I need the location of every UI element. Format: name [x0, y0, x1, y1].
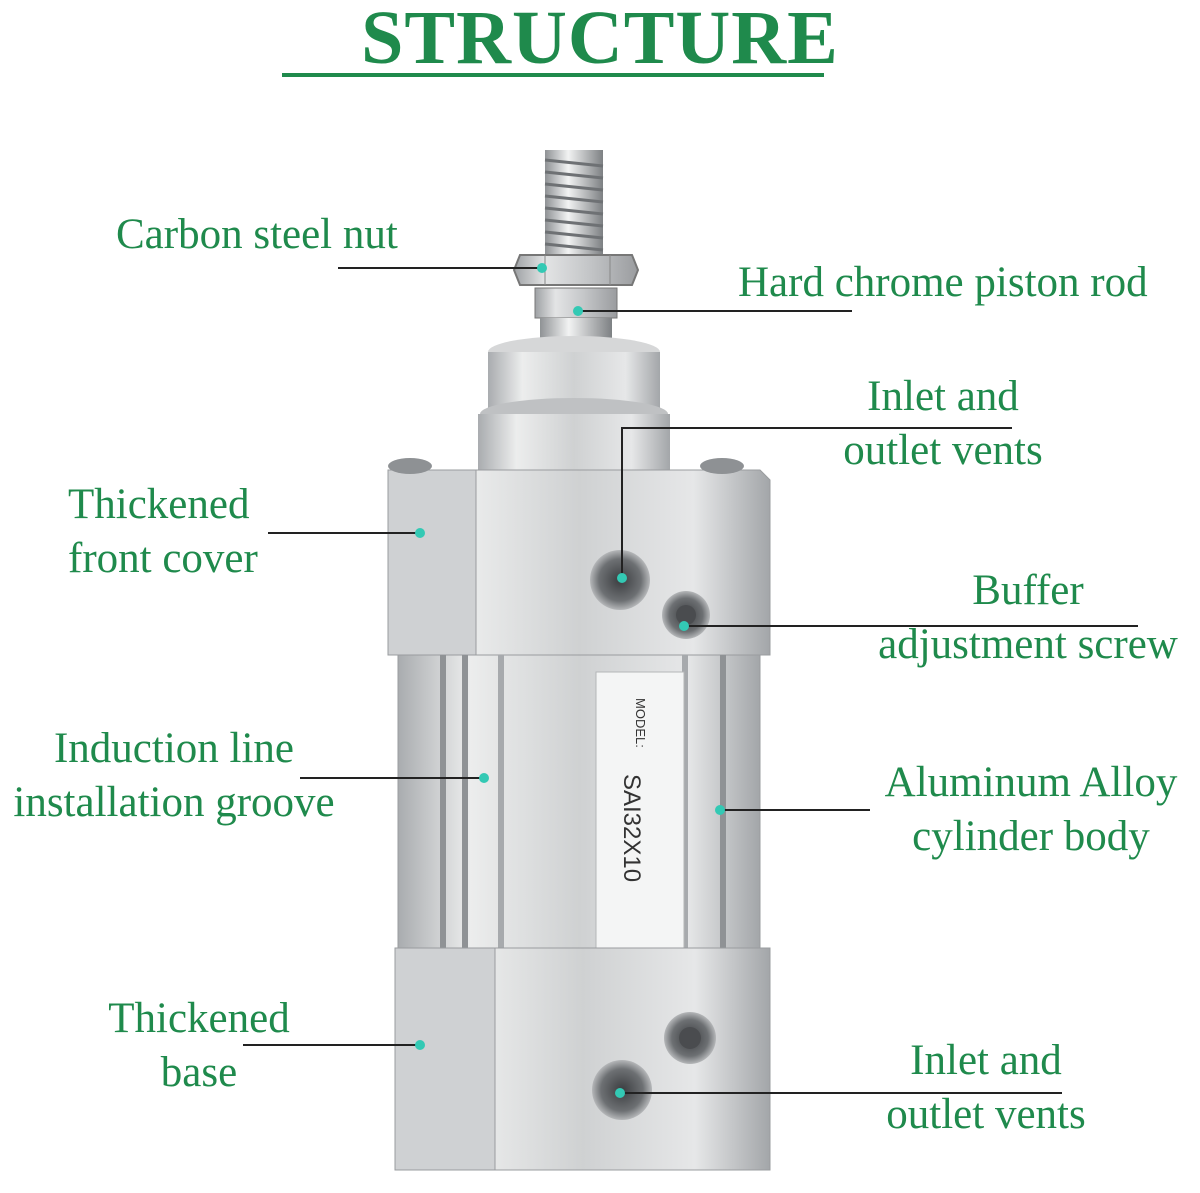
marker-dot	[615, 1088, 625, 1098]
label-line: base	[160, 1049, 238, 1096]
base-shape	[394, 947, 771, 1171]
marker-dot	[479, 773, 489, 783]
front-cover-shape	[387, 458, 771, 656]
label-line: Aluminum Alloy	[884, 759, 1178, 806]
label-line: Carbon steel nut	[116, 211, 398, 258]
label-carbon-steel-nut: Carbon steel nut	[116, 208, 398, 262]
carbon-steel-nut-shape	[512, 254, 640, 286]
page-title: STRUCTURE	[361, 0, 839, 80]
cylinder-body-shape	[397, 654, 761, 963]
front-boss	[478, 336, 670, 474]
label-aluminum-alloy-body: Aluminum Alloy cylinder body	[868, 756, 1194, 864]
label-line: installation groove	[13, 779, 335, 826]
label-line: Buffer	[972, 567, 1084, 614]
marker-dot	[573, 306, 583, 316]
label-hard-chrome-piston-rod: Hard chrome piston rod	[738, 256, 1148, 310]
marker-dot	[617, 573, 627, 583]
label-line: cylinder body	[912, 813, 1150, 860]
label-buffer-adjustment-screw: Buffer adjustment screw	[862, 564, 1194, 672]
label-line: front cover	[68, 535, 258, 582]
marker-dot	[679, 621, 689, 631]
marker-dot	[415, 528, 425, 538]
model-value: SAI32X10	[618, 774, 645, 882]
title-underline	[282, 73, 824, 77]
marker-dots	[415, 263, 725, 1098]
label-line: outlet vents	[843, 427, 1043, 474]
leader-lines	[243, 267, 1138, 1094]
marker-dot	[537, 263, 547, 273]
label-thickened-front-cover: Thickened front cover	[68, 478, 258, 586]
model-label: MODEL:	[633, 698, 648, 748]
label-line: adjustment screw	[878, 621, 1178, 668]
threaded-rod	[544, 150, 604, 260]
label-line: Hard chrome piston rod	[738, 259, 1148, 306]
label-induction-line-groove: Induction line installation groove	[4, 722, 344, 830]
label-thickened-base: Thickened base	[96, 992, 302, 1100]
model-plate: MODEL: SAI32X10	[618, 698, 648, 882]
label-inlet-outlet-top: Inlet and outlet vents	[828, 370, 1058, 478]
label-line: outlet vents	[886, 1091, 1086, 1138]
label-line: Inlet and	[867, 373, 1019, 420]
label-inlet-outlet-bottom: Inlet and outlet vents	[872, 1034, 1100, 1142]
marker-dot	[415, 1040, 425, 1050]
label-line: Thickened	[68, 481, 250, 528]
label-line: Thickened	[108, 995, 290, 1042]
marker-dot	[715, 805, 725, 815]
label-line: Inlet and	[910, 1037, 1062, 1084]
label-line: Induction line	[53, 725, 295, 772]
